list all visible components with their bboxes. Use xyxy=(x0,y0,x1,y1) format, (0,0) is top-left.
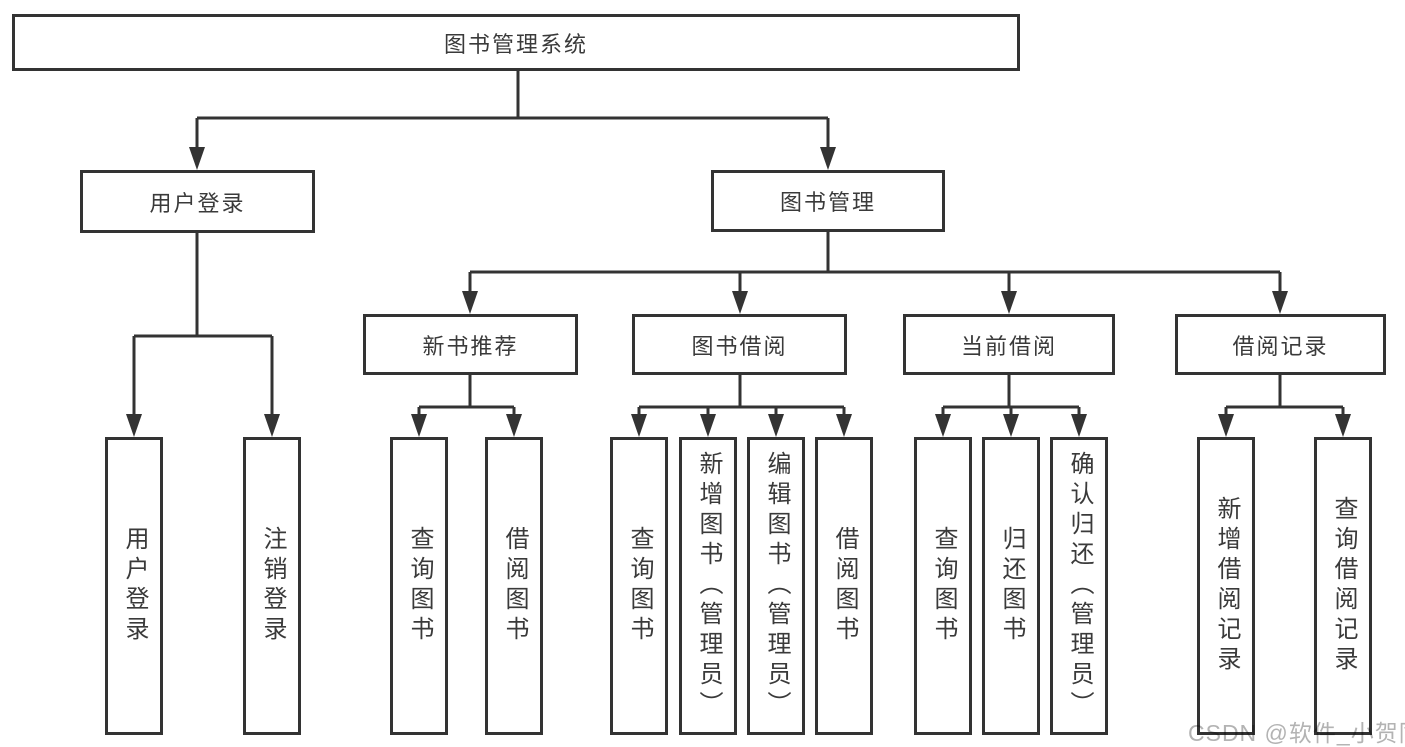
leaf-user-login: 用户登录 xyxy=(105,437,163,735)
leaf-edit-book-admin: 编辑图书（管理员） xyxy=(747,437,805,735)
arrowheads xyxy=(126,147,1351,437)
node-user-login: 用户登录 xyxy=(80,170,315,233)
leaf-add-book-admin: 新增图书（管理员） xyxy=(679,437,737,735)
node-book-borrowing: 图书借阅 xyxy=(632,314,847,375)
leaf-return-books: 归还图书 xyxy=(982,437,1040,735)
node-borrowing-records: 借阅记录 xyxy=(1175,314,1386,375)
leaf-borrow-books-recommend: 借阅图书 xyxy=(485,437,543,735)
leaf-query-books-recommend: 查询图书 xyxy=(390,437,448,735)
node-book-management: 图书管理 xyxy=(711,170,945,232)
node-new-book-recommendation: 新书推荐 xyxy=(363,314,578,375)
leaf-query-borrow-record: 查询借阅记录 xyxy=(1314,437,1372,735)
leaf-query-books-current: 查询图书 xyxy=(914,437,972,735)
connector-strokes xyxy=(132,71,1345,414)
watermark-text: CSDN @软件_小贺同学 xyxy=(1188,720,1405,746)
leaf-borrow-books-borrowing: 借阅图书 xyxy=(815,437,873,735)
leaf-logout: 注销登录 xyxy=(243,437,301,735)
node-current-borrowing: 当前借阅 xyxy=(903,314,1115,375)
leaf-query-books-borrowing: 查询图书 xyxy=(610,437,668,735)
leaf-confirm-return-admin: 确认归还（管理员） xyxy=(1050,437,1108,735)
leaf-add-borrow-record: 新增借阅记录 xyxy=(1197,437,1255,735)
node-library-management-system: 图书管理系统 xyxy=(12,14,1020,71)
